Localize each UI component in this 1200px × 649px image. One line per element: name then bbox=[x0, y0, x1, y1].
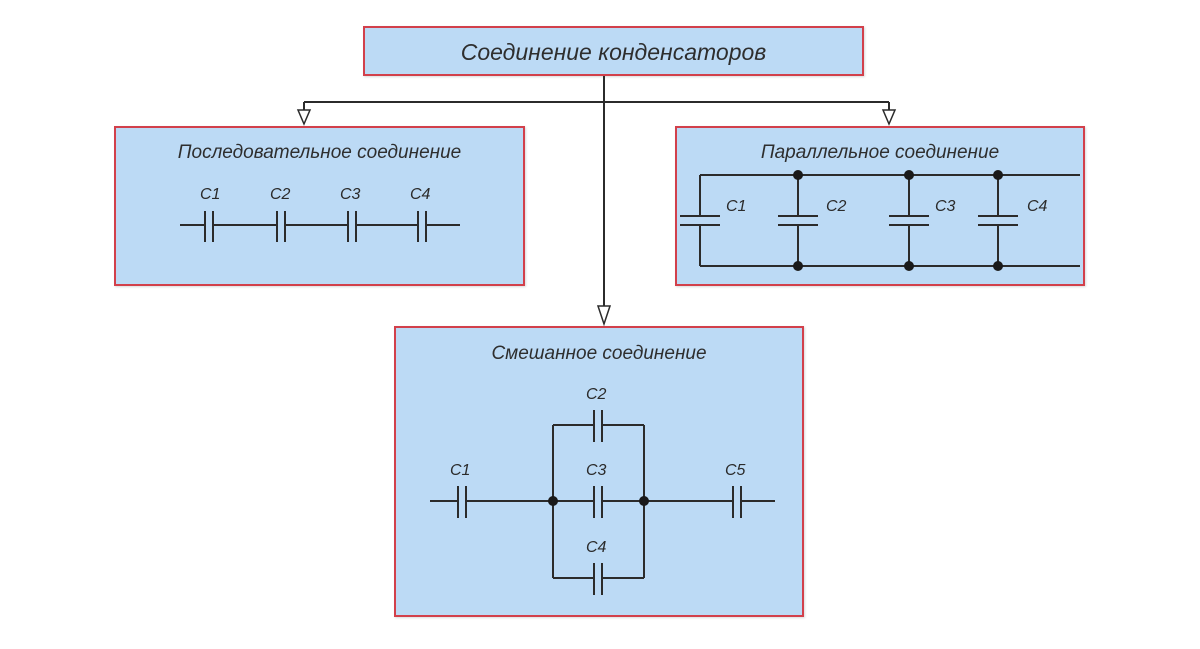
parallel-label-c3: C3 bbox=[935, 198, 956, 215]
parallel-connection-title: Параллельное соединение bbox=[760, 142, 1000, 163]
mixed-connection-title: Смешанное соединение bbox=[491, 343, 707, 364]
mixed-label-c2: C2 bbox=[586, 386, 607, 403]
mixed-label-c1: C1 bbox=[450, 462, 470, 479]
mixed-connection-box: Смешанное соединение bbox=[394, 326, 804, 617]
parallel-circuit bbox=[680, 174, 1080, 267]
parallel-label-c4: C4 bbox=[1027, 198, 1048, 215]
parallel-label-c2: C2 bbox=[826, 198, 847, 215]
arrowhead-series bbox=[296, 109, 312, 126]
mixed-label-c3: C3 bbox=[586, 462, 607, 479]
root-title: Соединение конденсаторов bbox=[460, 39, 767, 65]
root-box: Соединение конденсаторов bbox=[363, 26, 864, 76]
parallel-connection-box: Параллельное соединение bbox=[675, 126, 1085, 286]
mixed-junctions bbox=[548, 496, 649, 506]
series-label-c2: C2 bbox=[270, 186, 291, 203]
series-circuit bbox=[180, 211, 460, 242]
series-label-c3: C3 bbox=[340, 186, 361, 203]
parallel-label-c1: C1 bbox=[726, 198, 746, 215]
mixed-label-c5: C5 bbox=[725, 462, 746, 479]
parallel-junctions bbox=[793, 170, 1003, 271]
series-label-c1: C1 bbox=[200, 186, 220, 203]
mixed-circuit bbox=[430, 410, 775, 595]
arrowhead-parallel bbox=[881, 109, 897, 126]
series-connection-box: Последовательное соединение bbox=[114, 126, 525, 286]
series-connection-title: Последовательное соединение bbox=[177, 142, 462, 163]
series-label-c4: C4 bbox=[410, 186, 431, 203]
arrowhead-mixed bbox=[596, 305, 612, 327]
mixed-label-c4: C4 bbox=[586, 539, 607, 556]
